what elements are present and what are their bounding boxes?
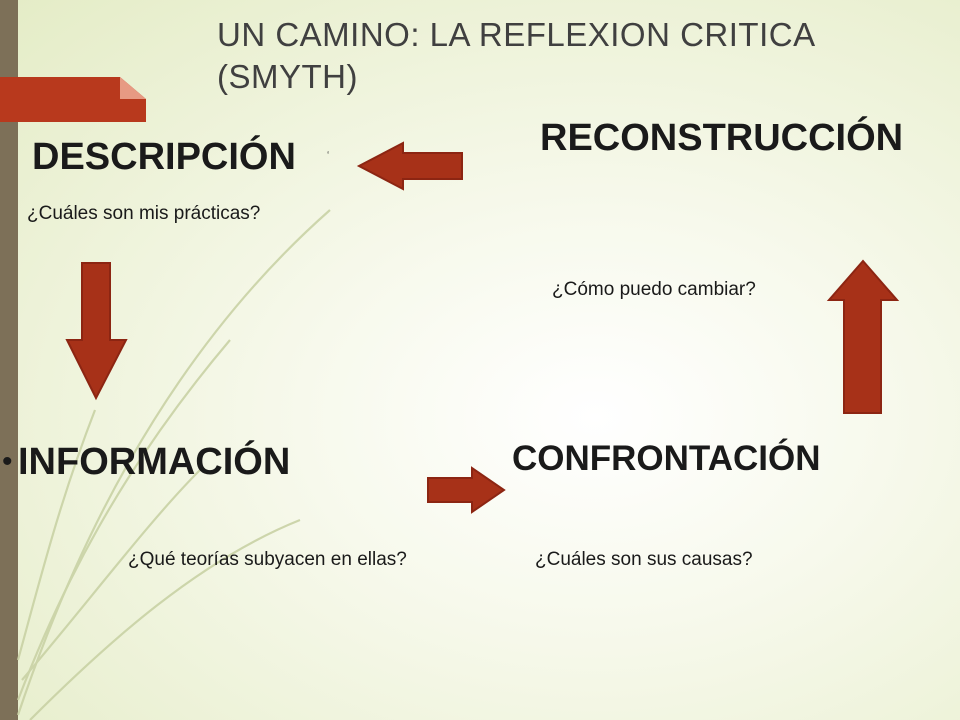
stage-informacion-label: INFORMACIÓN (18, 441, 291, 483)
stage-descripcion-label: DESCRIPCIÓN (32, 136, 296, 178)
arrow-right-icon (427, 466, 506, 514)
stage-informacion-question: ¿Qué teorías subyacen en ellas? (128, 549, 407, 570)
arrow-up-icon (826, 259, 900, 414)
stage-descripcion-mark: ‘ (327, 150, 330, 161)
stage-reconstruccion-question: ¿Cómo puedo cambiar? (552, 279, 756, 300)
arrow-left-icon (356, 141, 463, 191)
stage-informacion-bullet: • (2, 445, 13, 478)
stage-confrontacion-label: CONFRONTACIÓN (512, 439, 821, 478)
slide-sidebar (0, 0, 18, 720)
stage-confrontacion-question: ¿Cuáles son sus causas? (535, 549, 753, 570)
slide-title: UN CAMINO: LA REFLEXION CRITICA (SMYTH) (217, 16, 814, 95)
title-accent-fold (120, 77, 146, 99)
stage-reconstruccion-label: RECONSTRUCCIÓN (540, 117, 904, 159)
stage-descripcion-question: ¿Cuáles son mis prácticas? (27, 203, 261, 224)
arrow-down-icon (65, 262, 128, 401)
